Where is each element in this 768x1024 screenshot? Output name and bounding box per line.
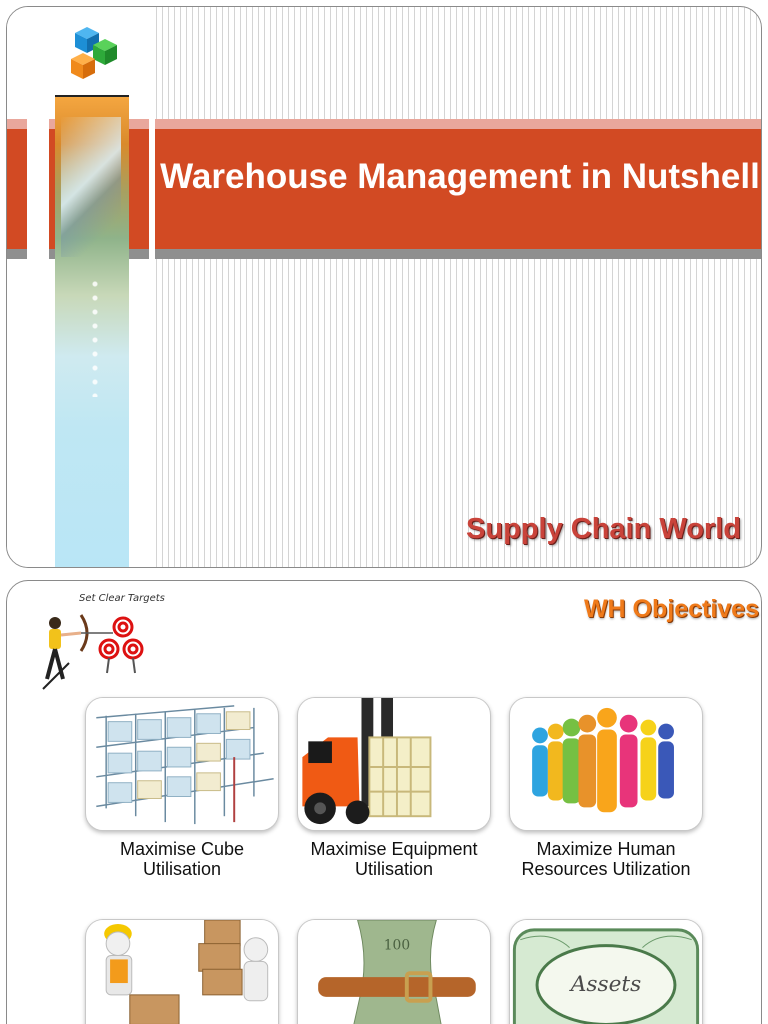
title-band-bottom-stripe	[7, 249, 761, 259]
worker-with-boxes-image	[86, 920, 278, 1024]
slide-title: Warehouse Management in Nutshell	[160, 157, 760, 196]
svg-text:Assets: Assets	[569, 972, 642, 997]
card-label-equipment: Maximise Equipment Utilisation	[310, 839, 478, 879]
card-label-cube: Maximise Cube Utilisation	[119, 839, 245, 879]
money-belt-image: 100	[298, 920, 490, 1024]
title-band-top-stripe	[7, 119, 761, 129]
assets-certificate-image: Assets	[510, 920, 702, 1024]
target-caption: Set Clear Targets	[79, 593, 165, 604]
card-label-human: Maximize Human Resources Utilization	[521, 839, 691, 879]
brand-label: Supply Chain World	[466, 513, 741, 545]
money-card: 100	[297, 919, 491, 1024]
worker-boxes-card	[85, 919, 279, 1024]
title-slide: Warehouse Management in Nutshell Supply …	[6, 6, 762, 568]
svg-text:100: 100	[384, 938, 410, 954]
forklift-card	[297, 697, 491, 831]
archer-target-icon	[42, 614, 144, 690]
objectives-slide: WH Objectives Set Clear Targets	[6, 580, 762, 1024]
forklift-image	[298, 698, 490, 830]
people-group-image	[510, 698, 702, 830]
assets-card: Assets	[509, 919, 703, 1024]
decorative-image-strip	[55, 95, 129, 567]
warehouse-racks-image	[86, 698, 278, 830]
slide-heading: WH Objectives	[583, 595, 759, 623]
cubes-logo-icon	[71, 27, 117, 79]
warehouse-racks-card	[85, 697, 279, 831]
band-gap	[27, 7, 155, 567]
title-band	[7, 129, 761, 249]
people-card	[509, 697, 703, 831]
